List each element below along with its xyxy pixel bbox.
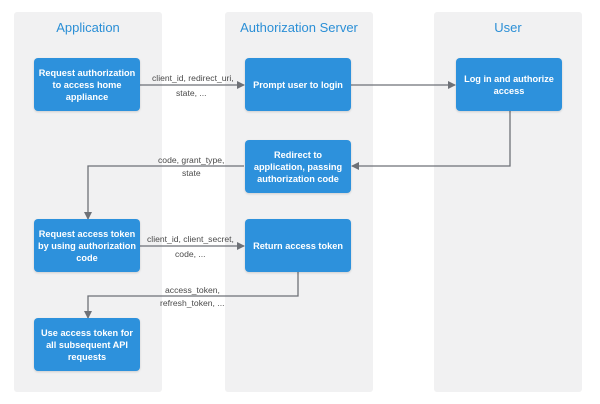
label-redirect-params-2: state	[182, 168, 201, 178]
box-use-access-token: Use access token for all subsequent API …	[34, 318, 140, 371]
label-redirect-params-1: code, grant_type,	[158, 155, 225, 165]
box-redirect-application: Redirect to application, passing authori…	[245, 140, 351, 193]
label-auth-request-params-2: state, ...	[176, 88, 207, 98]
label-token-request-params-1: client_id, client_secret,	[147, 234, 234, 244]
box-prompt-login: Prompt user to login	[245, 58, 351, 111]
lane-title-application: Application	[56, 20, 120, 35]
label-auth-request-params-1: client_id, redirect_uri,	[152, 73, 234, 83]
box-login-authorize: Log in and authorize access	[456, 58, 562, 111]
box-request-access-token: Request access token by using authorizat…	[34, 219, 140, 272]
lane-title-user: User	[494, 20, 522, 35]
label-token-response-params-2: refresh_token, ...	[160, 298, 225, 308]
box-request-authorization: Request authorization to access home app…	[34, 58, 140, 111]
box-return-access-token: Return access token	[245, 219, 351, 272]
label-token-request-params-2: code, ...	[175, 249, 206, 259]
label-token-response-params-1: access_token,	[165, 285, 220, 295]
lane-title-authorization-server: Authorization Server	[240, 20, 358, 35]
